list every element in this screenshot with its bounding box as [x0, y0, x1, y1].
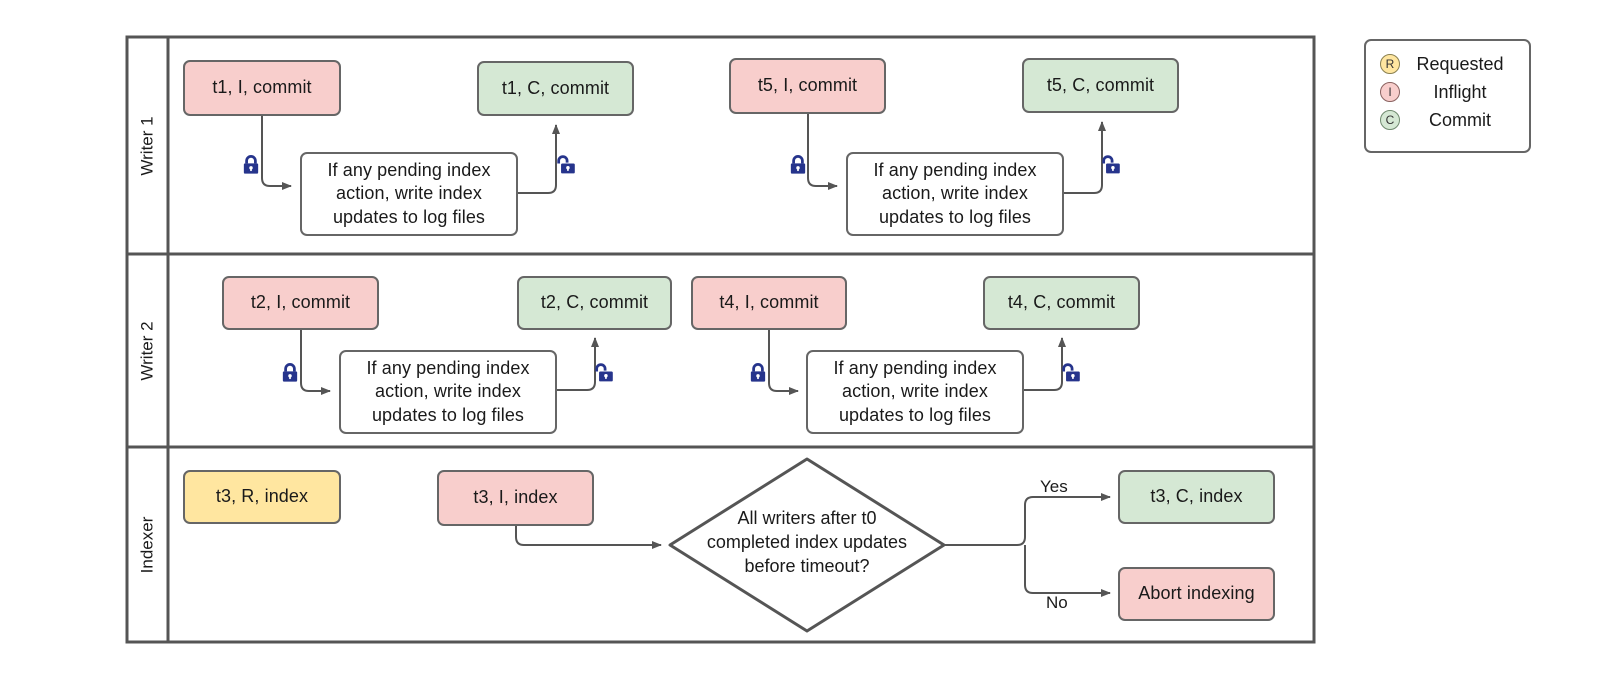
lane-label-writer-2: Writer 2 [127, 254, 168, 447]
decision-diamond [668, 457, 946, 633]
node-w2-t4-inflight[interactable]: t4, I, commit [691, 276, 847, 330]
lane-label-writer-1: Writer 1 [127, 37, 168, 254]
node-idx-t3-inflight[interactable]: t3, I, index [437, 470, 594, 526]
node-w2-t2-commit[interactable]: t2, C, commit [517, 276, 672, 330]
edge-w2-process-to-t2commit [557, 337, 599, 391]
node-w1-process-right[interactable]: If any pending index action, write index… [846, 152, 1064, 236]
edge-label-yes: Yes [1040, 477, 1068, 496]
edge-w2-t4-to-process [768, 330, 799, 395]
node-idx-t3-requested[interactable]: t3, R, index [183, 470, 341, 524]
edge-decision-no [1024, 545, 1111, 597]
node-idx-t3-commit[interactable]: t3, C, index [1118, 470, 1275, 524]
edge-w2-process-to-t4commit [1024, 337, 1066, 391]
lane-label-indexer-text: Indexer [137, 516, 157, 573]
node-w2-process-right[interactable]: If any pending index action, write index… [806, 350, 1024, 434]
legend-label-inflight: Inflight [1433, 81, 1487, 102]
decision-line-3: before timeout? [744, 556, 869, 576]
edge-w1-t1-to-process [261, 116, 292, 190]
legend-item-commit: C Commit [1380, 107, 1511, 133]
lock-open-icon-w1-left [557, 155, 575, 174]
edge-w1-process-to-t5commit [1064, 121, 1106, 194]
lock-open-icon-w2-left [595, 363, 613, 382]
lock-open-icon-w1-right [1102, 155, 1120, 174]
edge-w1-t5-to-process [807, 114, 838, 190]
node-idx-abort[interactable]: Abort indexing [1118, 567, 1275, 621]
legend-item-requested: R Requested [1380, 51, 1511, 77]
inflight-badge-icon: I [1380, 82, 1400, 102]
edge-label-no: No [1046, 593, 1068, 612]
swimlane-pool [125, 35, 1316, 644]
node-w1-t5-inflight[interactable]: t5, I, commit [729, 58, 886, 114]
edge-w2-t2-to-process [300, 330, 331, 395]
decision-text: All writers after t0 completed index upd… [707, 508, 907, 576]
legend-label-requested: Requested [1416, 53, 1504, 74]
lane-label-indexer: Indexer [127, 447, 168, 642]
legend: R Requested I Inflight C Commit [1364, 39, 1531, 153]
legend-label-commit: Commit [1429, 109, 1491, 130]
legend-item-inflight: I Inflight [1380, 79, 1511, 105]
node-w2-process-left[interactable]: If any pending index action, write index… [339, 350, 557, 434]
lock-closed-icon-w1-left [243, 155, 259, 174]
lane-label-writer-1-text: Writer 1 [137, 115, 157, 176]
edge-decision-yes [944, 493, 1111, 546]
node-w1-t1-commit[interactable]: t1, C, commit [477, 61, 634, 116]
decision-line-2: completed index updates [707, 532, 907, 552]
requested-badge-icon: R [1380, 54, 1400, 74]
lock-open-icon-w2-right [1062, 363, 1080, 382]
commit-badge-icon: C [1380, 110, 1400, 130]
edge-t3inflight-to-decision [515, 526, 662, 549]
node-w1-t5-commit[interactable]: t5, C, commit [1022, 58, 1179, 113]
node-w1-process-left[interactable]: If any pending index action, write index… [300, 152, 518, 236]
lock-closed-icon-w2-left [282, 363, 298, 382]
decision-line-1: All writers after t0 [737, 508, 876, 528]
node-w2-t2-inflight[interactable]: t2, I, commit [222, 276, 379, 330]
lane-label-writer-2-text: Writer 2 [137, 320, 157, 381]
node-w2-t4-commit[interactable]: t4, C, commit [983, 276, 1140, 330]
lock-closed-icon-w2-right [750, 363, 766, 382]
edge-w1-process-to-t1commit [518, 124, 560, 194]
lock-closed-icon-w1-right [790, 155, 806, 174]
node-w1-t1-inflight[interactable]: t1, I, commit [183, 60, 341, 116]
